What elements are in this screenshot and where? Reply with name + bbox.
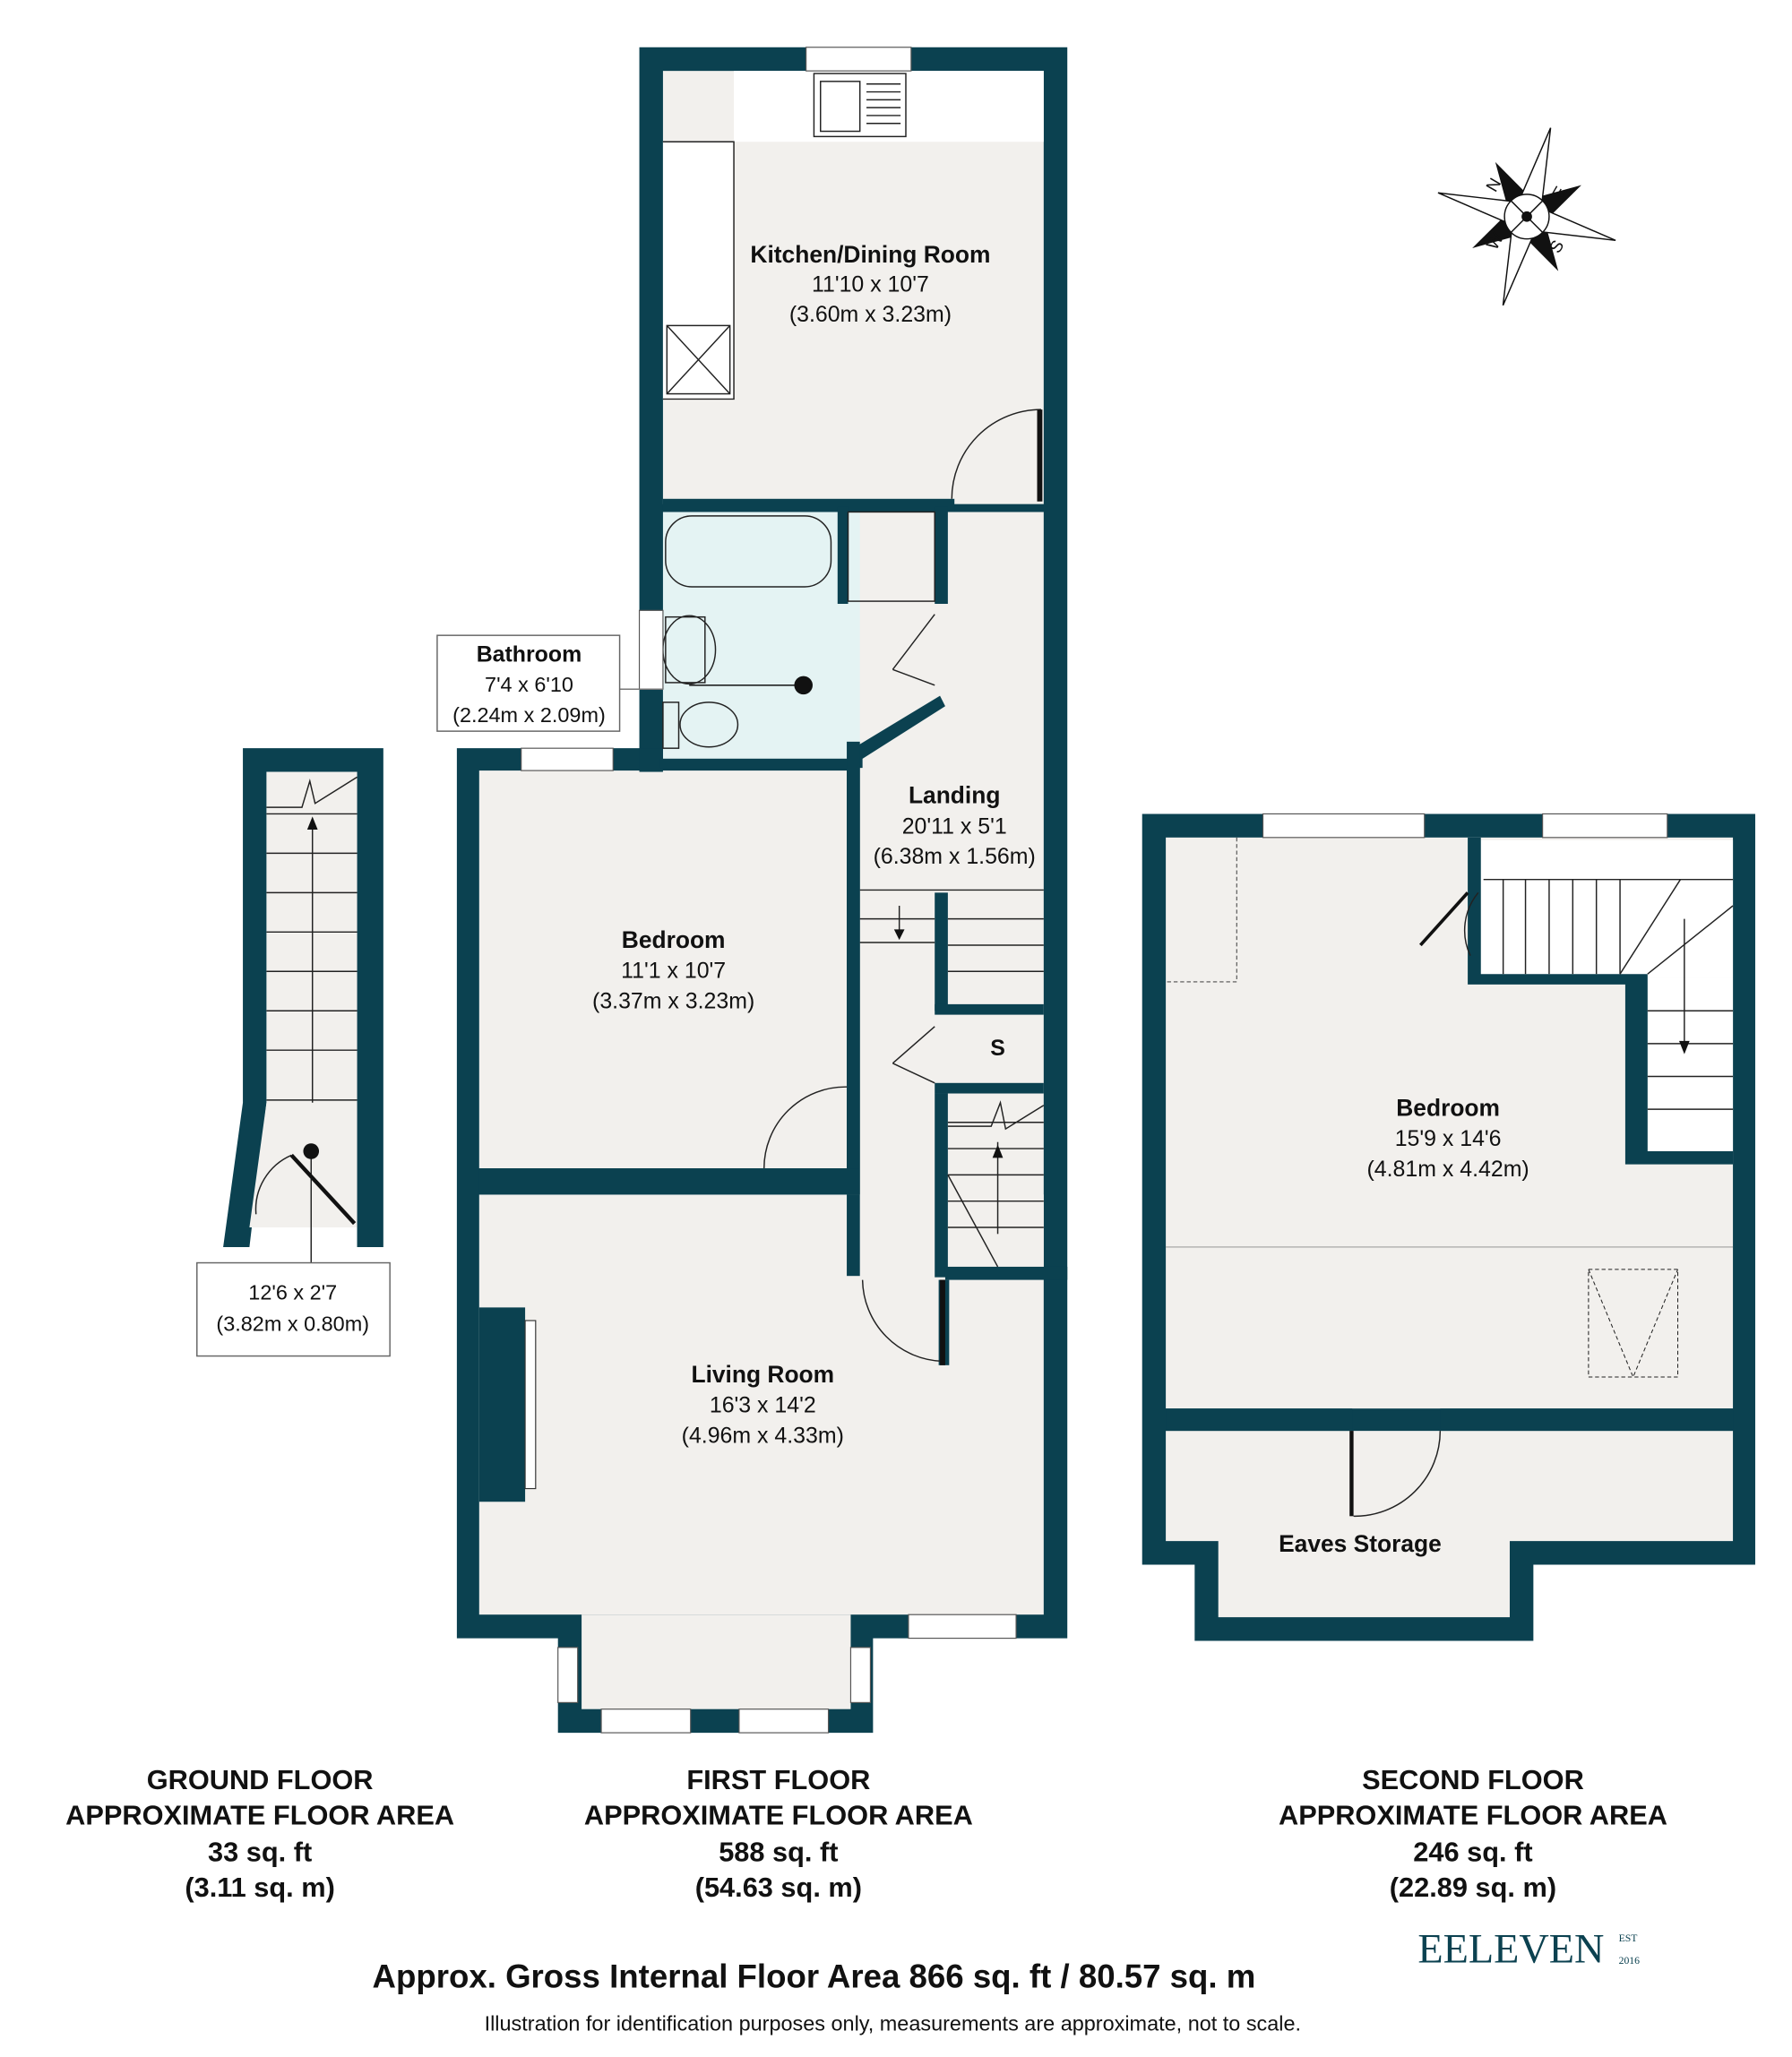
floor-sqft: 588 sq. ft — [719, 1837, 838, 1868]
floor-subtitle: APPROXIMATE FLOOR AREA — [65, 1800, 454, 1831]
floor-sqm: (3.11 sq. m) — [185, 1872, 334, 1903]
second-floor-caption: SECOND FLOOR APPROXIMATE FLOOR AREA 246 … — [1279, 1764, 1667, 1903]
landing-metric: (6.38m x 1.56m) — [874, 844, 1036, 869]
hall-imperial: 12'6 x 2'7 — [248, 1281, 337, 1304]
second-floor-plan: Bedroom 15'9 x 14'6 (4.81m x 4.42m) Eave… — [1142, 813, 1755, 1641]
bathroom-name: Bathroom — [477, 641, 582, 667]
store-label: S — [990, 1036, 1005, 1061]
living-name: Living Room — [691, 1361, 834, 1388]
first-floor-plan: Bathroom 7'4 x 6'10 (2.24m x 2.09m) Kitc… — [436, 47, 1068, 1734]
logo-year: 2016 — [1619, 1955, 1641, 1967]
first-floor-caption: FIRST FLOOR APPROXIMATE FLOOR AREA 588 s… — [584, 1764, 973, 1903]
hall-metric: (3.82m x 0.80m) — [216, 1313, 369, 1336]
kitchen-metric: (3.60m x 3.23m) — [789, 302, 952, 327]
floor-sqft: 246 sq. ft — [1413, 1837, 1532, 1868]
bedroom2-imperial: 15'9 x 14'6 — [1395, 1126, 1502, 1151]
bedroom1-name: Bedroom — [622, 926, 726, 953]
floor-sqm: (22.89 sq. m) — [1390, 1872, 1556, 1903]
bedroom1-imperial: 11'1 x 10'7 — [621, 959, 726, 984]
disclaimer: Illustration for identification purposes… — [485, 2012, 1302, 2035]
bedroom2-metric: (4.81m x 4.42m) — [1367, 1157, 1529, 1182]
bedroom2-name: Bedroom — [1396, 1094, 1500, 1121]
floor-title: GROUND FLOOR — [147, 1764, 374, 1795]
logo-est: EST — [1619, 1932, 1638, 1944]
bathroom-metric: (2.24m x 2.09m) — [452, 703, 606, 727]
ground-floor-caption: GROUND FLOOR APPROXIMATE FLOOR AREA 33 s… — [65, 1764, 454, 1903]
eeleven-logo: EELEVEN EST 2016 — [1417, 1925, 1640, 1972]
landing-imperial: 20'11 x 5'1 — [902, 813, 1007, 839]
landing-name: Landing — [909, 782, 1001, 809]
living-metric: (4.96m x 4.33m) — [682, 1423, 844, 1448]
eaves-name: Eaves Storage — [1279, 1530, 1442, 1557]
floor-title: SECOND FLOOR — [1362, 1764, 1584, 1795]
total-floor-area: Approx. Gross Internal Floor Area 866 sq… — [373, 1958, 1256, 1994]
kitchen-name: Kitchen/Dining Room — [750, 241, 990, 268]
floor-sqft: 33 sq. ft — [208, 1837, 312, 1868]
ground-floor-plan: 12'6 x 2'7 (3.82m x 0.80m) — [196, 748, 391, 1357]
floor-title: FIRST FLOOR — [686, 1764, 870, 1795]
logo-text: EELEVEN — [1417, 1925, 1604, 1972]
floor-sqm: (54.63 sq. m) — [695, 1872, 862, 1903]
kitchen-imperial: 11'10 x 10'7 — [812, 271, 929, 297]
floor-subtitle: APPROXIMATE FLOOR AREA — [1279, 1800, 1667, 1831]
floor-subtitle: APPROXIMATE FLOOR AREA — [584, 1800, 973, 1831]
living-imperial: 16'3 x 14'2 — [710, 1393, 816, 1418]
compass-icon: N E S W — [1437, 127, 1616, 306]
bathroom-imperial: 7'4 x 6'10 — [485, 673, 573, 696]
bedroom1-metric: (3.37m x 3.23m) — [592, 988, 754, 1013]
